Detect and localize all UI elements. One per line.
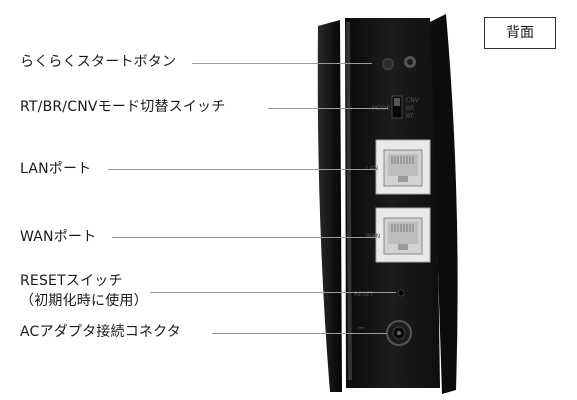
lan-port-leader [108, 169, 376, 170]
wan-port-leader [112, 237, 376, 238]
mode-switch-label: RT/BR/CNVモード切替スイッチ [20, 99, 226, 115]
reset-switch-leader [150, 292, 396, 293]
reset-switch-note: （初期化時に使用） [20, 293, 148, 309]
mode-rt-mark: RT [406, 113, 414, 120]
start-logo-mark [404, 56, 416, 68]
ac-adapter-leader [212, 333, 387, 334]
mode-cnv-mark: CNV [406, 97, 420, 104]
reset-hole-graphic [397, 289, 405, 297]
easy-start-button-label: らくらくスタートボタン [20, 54, 177, 70]
mode-switch-graphic [391, 95, 403, 119]
mode-switch-leader [268, 108, 388, 109]
dc-symbol: ⎓ [358, 323, 365, 332]
wan-port-label: WANポート [20, 229, 97, 245]
mode-br-mark: BR [406, 105, 414, 112]
device-right-shell [430, 14, 458, 394]
ac-adapter-label: ACアダプタ接続コネクタ [20, 324, 181, 340]
view-side-label: 背面 [484, 17, 556, 49]
device-body [345, 18, 440, 388]
wan-mark: WAN [366, 233, 380, 240]
reset-mark: RESET [354, 291, 374, 298]
easy-start-button-leader [192, 63, 372, 64]
reset-switch-label: RESETスイッチ [20, 273, 123, 289]
lan-port-label: LANポート [20, 161, 92, 177]
device-left-shell [317, 20, 342, 392]
lan-mark: LAN [366, 165, 378, 172]
